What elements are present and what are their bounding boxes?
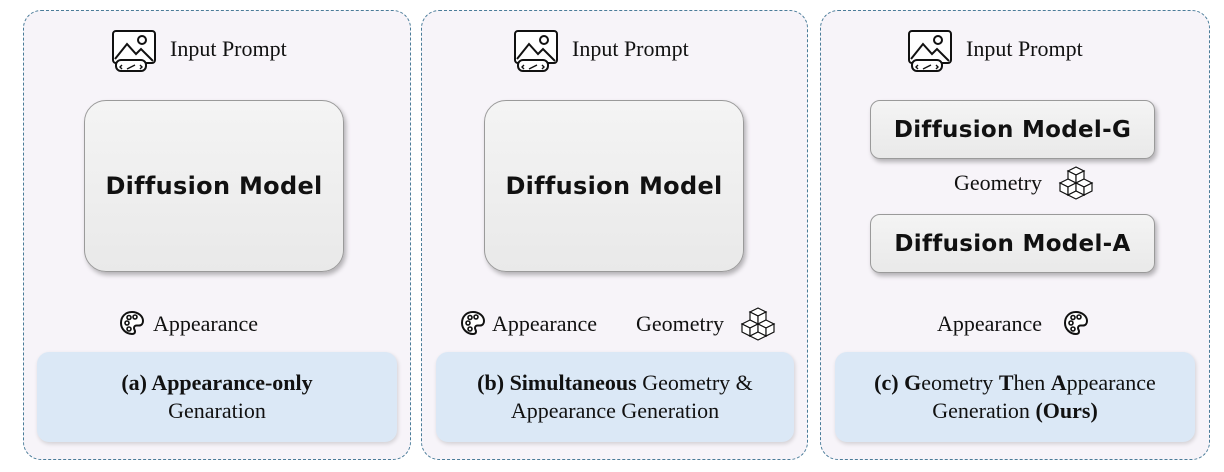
image-prompt-icon [112,30,156,72]
diffusion-model-a-box: Diffusion Model-A [870,214,1155,273]
caption-a: (a) Appearance-only Genaration [37,352,397,442]
image-prompt-icon [514,30,558,72]
appearance-label-a: Appearance [153,311,259,336]
caption-c-g: G [904,370,922,395]
appearance-label-b: Appearance [492,311,598,336]
cube-icon [1058,166,1094,200]
diffusion-model-g-box: Diffusion Model-G [870,100,1155,159]
caption-c-prefix: (c) [874,370,905,395]
input-prompt-label-a: Input Prompt [170,36,287,61]
caption-a-prefix: (a) [121,370,152,395]
palette-icon [1063,310,1089,336]
caption-c-ppearance: ppearance [1066,370,1156,395]
diffusion-model-box-b: Diffusion Model [484,100,744,272]
caption-c-ours: (Ours) [1035,398,1098,423]
palette-icon [119,310,145,336]
cube-icon [740,307,776,341]
caption-a-bold: Appearance-only [151,370,313,395]
input-prompt-label-c: Input Prompt [966,36,1083,61]
palette-icon [460,310,486,336]
caption-c-hen: hen [1013,370,1051,395]
caption-c-t: T [998,370,1014,395]
appearance-label-c: Appearance [937,311,1043,336]
caption-a-line2: Genaration [168,398,266,423]
geometry-label-b: Geometry [636,311,724,336]
input-prompt-label-b: Input Prompt [572,36,689,61]
image-prompt-icon [908,30,952,72]
caption-b-rest: Geometry & [636,370,753,395]
caption-b: (b) Simultaneous Geometry & Appearance G… [436,352,794,442]
caption-b-bold: Simultaneous [509,370,637,395]
caption-b-line2: Appearance Generation [510,398,720,423]
caption-c: (c) Geometry Then Appearance Generation … [835,352,1195,442]
caption-c-eometry: eometry [921,370,999,395]
diffusion-model-box-a: Diffusion Model [84,100,344,272]
caption-c-a: A [1050,370,1067,395]
geometry-label-c: Geometry [954,170,1042,195]
caption-b-prefix: (b) [477,370,510,395]
caption-c-line2: Generation [932,398,1036,423]
